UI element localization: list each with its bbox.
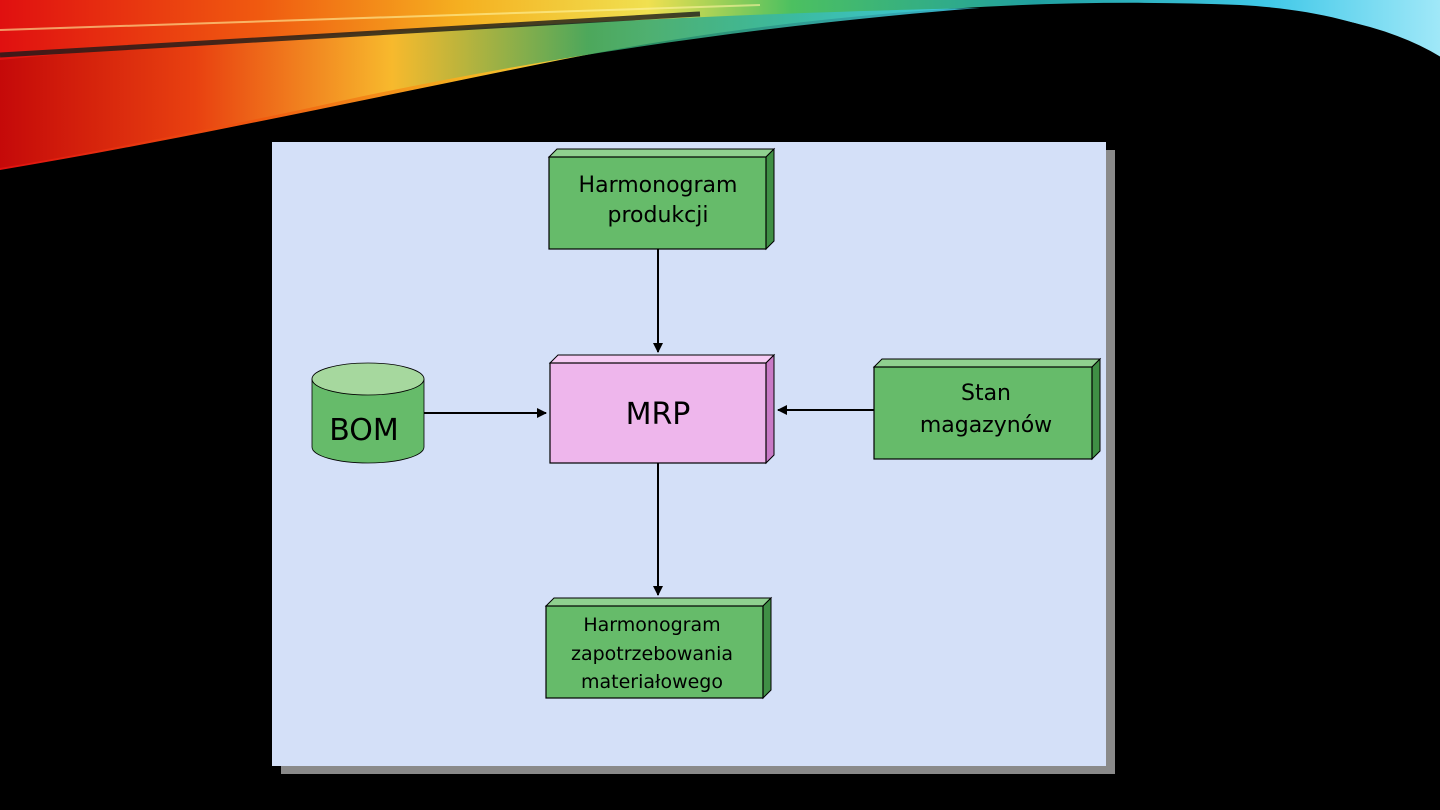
node-mrp: MRP [548,353,776,465]
node-harmonogram-zapotrzebowania: Harmonogram zapotrzebowania materiałoweg… [544,596,773,700]
node-harmonogram-produkcji: Harmonogram produkcji [547,147,776,251]
node-center-line-1: MRP [626,397,691,432]
node-left-line-1: BOM [329,413,399,448]
node-bottom-line-3: materiałowego [581,671,723,693]
node-right-line-1: Stan [961,381,1011,406]
node-bom-database: BOM [311,362,425,464]
node-right-line-2: magazynów [920,413,1052,438]
node-bottom-line-2: zapotrzebowania [571,643,733,665]
node-stan-magazynow: Stan magazynów [872,357,1102,461]
diagram-canvas: Harmonogram produkcji MRP BOM Stan magaz… [311,147,1102,700]
node-bottom-line-1: Harmonogram [583,614,720,636]
decorative-swoosh-banner [0,0,1440,170]
mrp-diagram: Harmonogram produkcji MRP BOM Stan magaz… [272,142,1106,766]
node-top-line-1: Harmonogram [579,173,738,198]
node-top-line-2: produkcji [608,203,709,228]
